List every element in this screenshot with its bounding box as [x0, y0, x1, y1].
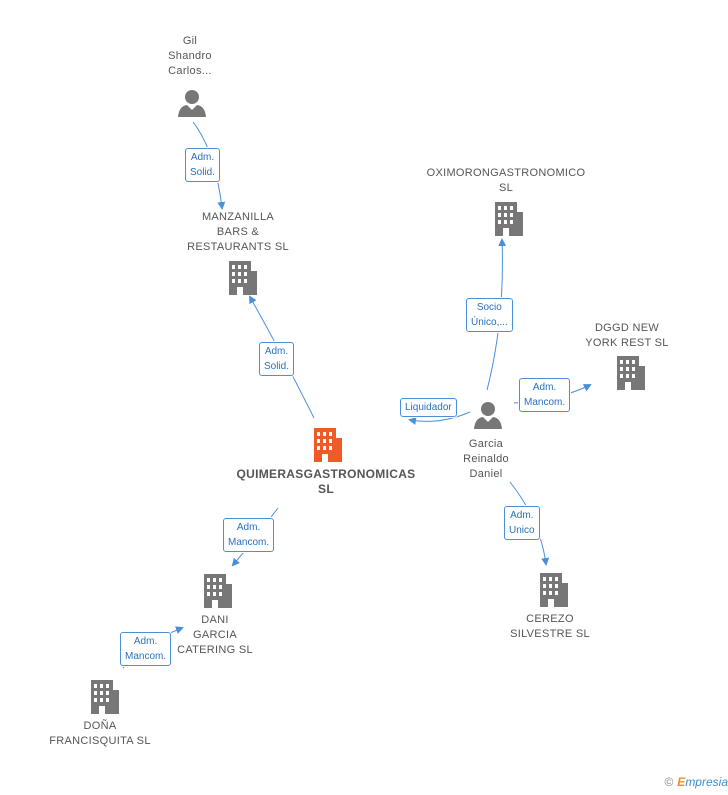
building-icon[interactable] [201, 574, 233, 608]
edge-label-garcia-quimeras[interactable]: Liquidador [400, 398, 457, 417]
edge-label-gil-manzanilla[interactable]: Adm. Solid. [185, 148, 221, 182]
edge-garcia-quimeras [408, 411, 471, 425]
person-icon[interactable] [177, 88, 207, 118]
company-dona-label: DOÑA FRANCISQUITA SL [49, 720, 151, 747]
company-quimeras-label: QUIMERASGASTRONOMICAS SL [236, 467, 416, 496]
main-building-icon[interactable] [311, 428, 343, 462]
building-icon[interactable] [537, 573, 569, 607]
brand-e: E [677, 775, 686, 789]
edge-label-dona-dani[interactable]: Adm. Mancom. [120, 632, 172, 666]
building-icon[interactable] [226, 261, 258, 295]
empresia-logo[interactable]: ©Empresia [664, 775, 728, 789]
company-oximoron-label: OXIMORONGASTRONOMICO SL [426, 167, 586, 194]
building-icon[interactable] [88, 680, 120, 714]
copyright-symbol: © [664, 775, 674, 789]
company-cerezo-label: CEREZO SILVESTRE SL [510, 613, 590, 640]
edge-label-garcia-oximoron[interactable]: Socio Único,... [466, 298, 513, 332]
edge-label-garcia-dggd[interactable]: Adm. Mancom. [519, 378, 571, 412]
company-dani-label: DANI GARCIA CATERING SL [177, 614, 253, 656]
building-icon[interactable] [614, 356, 646, 390]
edge-label-quimeras-dani[interactable]: Adm. Mancom. [223, 518, 275, 552]
person-gil-label: Gil Shandro Carlos... [168, 35, 212, 77]
person-icon[interactable] [473, 400, 503, 430]
company-manzanilla-label: MANZANILLA BARS & RESTAURANTS SL [187, 211, 289, 253]
building-icon[interactable] [492, 202, 524, 236]
edge-label-quimeras-manzanilla[interactable]: Adm. Solid. [259, 342, 295, 376]
brand-name: mpresia [685, 775, 728, 789]
company-dggd-label: DGGD NEW YORK REST SL [585, 322, 669, 349]
person-garcia-label: Garcia Reinaldo Daniel [463, 438, 509, 480]
edge-label-garcia-cerezo[interactable]: Adm. Unico [504, 506, 540, 540]
